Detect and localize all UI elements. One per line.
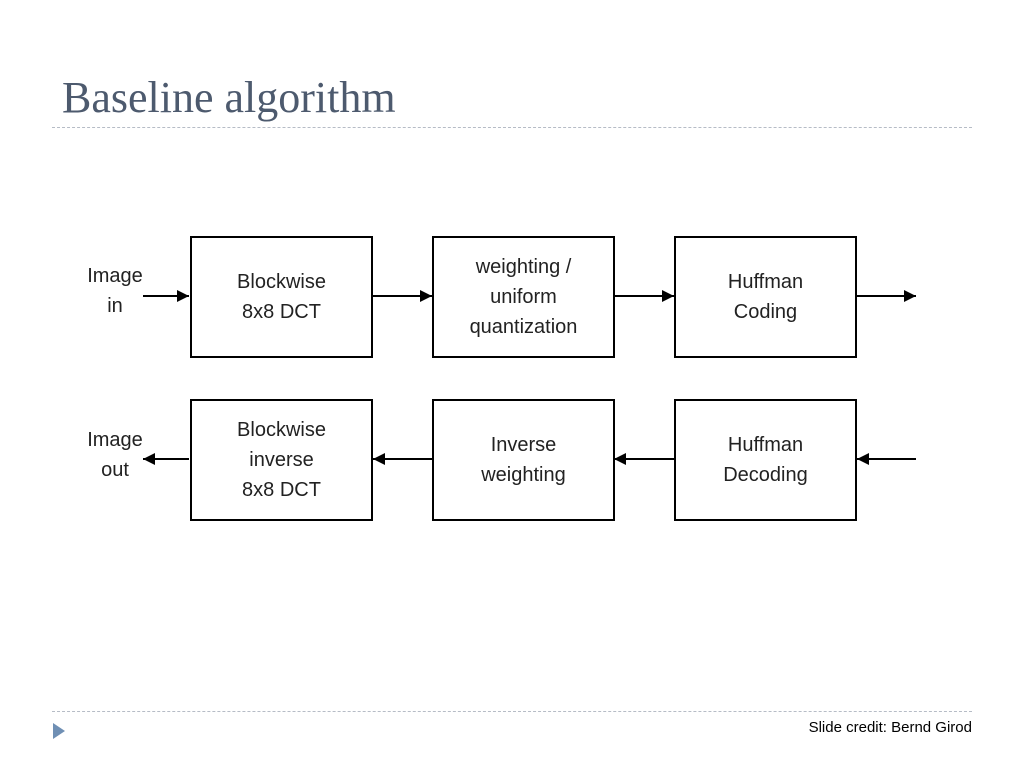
blockwise-inverse-dct-block: Blockwise inverse 8x8 DCT: [190, 399, 373, 521]
blockwise-dct-block: Blockwise 8x8 DCT: [190, 236, 373, 358]
slide-credit: Slide credit: Bernd Girod: [808, 719, 972, 736]
triangle-bullet-icon: [53, 723, 65, 739]
image-in-label: Image in: [87, 265, 143, 317]
quantization-block: weighting / uniform quantization: [432, 236, 615, 358]
huffman-decoding-block: Huffman Decoding: [674, 399, 857, 521]
footer-divider: [52, 711, 972, 712]
title-divider: [52, 127, 972, 128]
inverse-weighting-block: Inverse weighting: [432, 399, 615, 521]
huffman-coding-block: Huffman Coding: [674, 236, 857, 358]
slide-title: Baseline algorithm: [62, 73, 396, 122]
image-out-label: Image out: [87, 429, 143, 481]
